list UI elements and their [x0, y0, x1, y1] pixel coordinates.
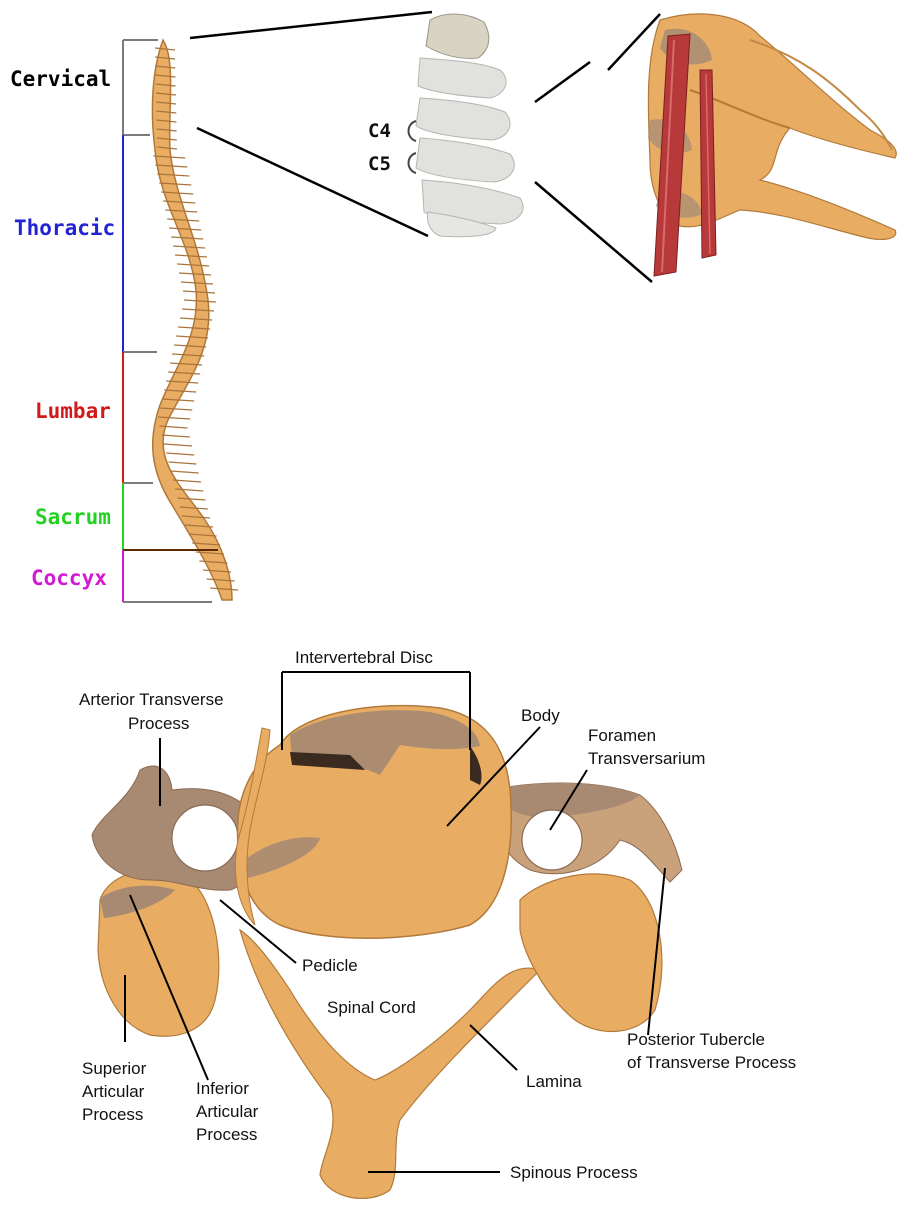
- label-c5: C5: [368, 153, 391, 175]
- label-superior-articular-process-line1: Superior: [82, 1059, 147, 1078]
- spine-column-illustration: [152, 40, 238, 600]
- segment-label-coccyx: Coccyx: [31, 566, 107, 590]
- label-spinal-cord: Spinal Cord: [327, 998, 416, 1017]
- label-body: Body: [521, 706, 560, 725]
- vertebra-stroke: [162, 435, 190, 437]
- segment-label-thoracic: Thoracic: [14, 216, 115, 240]
- label-intervertebral-disc: Intervertebral Disc: [295, 648, 433, 667]
- label-posterior-tubercle-line1: Posterior Tubercle: [627, 1030, 765, 1049]
- bracket-c4: [409, 121, 417, 141]
- label-posterior-tubercle-line2: of Transverse Process: [627, 1053, 796, 1072]
- vertebra-stroke: [169, 462, 197, 464]
- vertebral-artery-illustration: [648, 14, 896, 276]
- vertebra-stroke: [171, 471, 199, 473]
- label-pedicle: Pedicle: [302, 956, 358, 975]
- segment-label-cervical: Cervical: [10, 67, 111, 91]
- label-lamina: Lamina: [526, 1072, 582, 1091]
- label-c4: C4: [368, 120, 391, 142]
- label-superior-articular-process-line2: Articular: [82, 1082, 145, 1101]
- label-inferior-articular-process-line3: Process: [196, 1125, 257, 1144]
- vertebra-stroke: [164, 444, 192, 446]
- label-inferior-articular-process-line2: Articular: [196, 1102, 259, 1121]
- label-foramen-transversarium-line2: Transversarium: [588, 749, 705, 768]
- zoom-line-right-bottom: [535, 182, 652, 282]
- segment-label-lumbar: Lumbar: [35, 399, 111, 423]
- vertebra-stroke: [166, 453, 194, 455]
- label-inferior-articular-process-line1: Inferior: [196, 1079, 249, 1098]
- zoom-line-right-top: [535, 62, 590, 102]
- label-foramen-transversarium-line1: Foramen: [588, 726, 656, 745]
- bracket-c5: [409, 153, 417, 173]
- label-arterior-transverse-process-line2: Process: [128, 714, 189, 733]
- label-spinous-process: Spinous Process: [510, 1163, 638, 1182]
- label-arterior-transverse-process-line1: Arterior Transverse: [79, 690, 224, 709]
- zoom-line-top: [190, 12, 432, 38]
- segment-label-sacrum: Sacrum: [35, 505, 111, 529]
- label-superior-articular-process-line3: Process: [82, 1105, 143, 1124]
- cervical-vertebra-illustration: [92, 706, 682, 1199]
- cervical-vertebrae-illustration: [416, 14, 523, 237]
- zoom-line-bottom: [197, 128, 428, 236]
